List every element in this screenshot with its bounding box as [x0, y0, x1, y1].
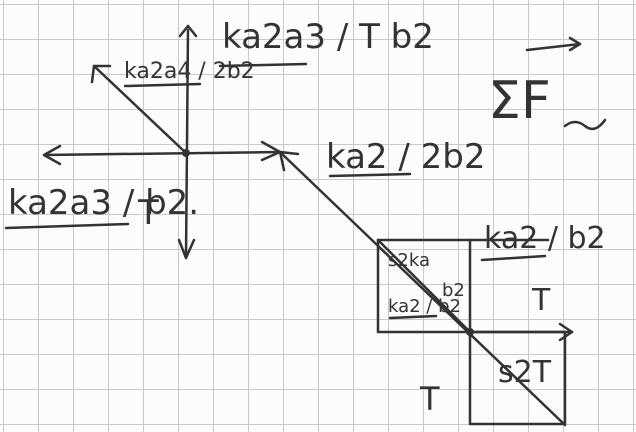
frac-bar-top	[218, 62, 308, 68]
node-dot-left	[182, 149, 190, 157]
label-right: ka2 / b2	[484, 221, 606, 256]
horizontal-axis-line	[42, 150, 282, 157]
label-lower: s2T	[498, 355, 552, 390]
vector-arrowhead	[568, 36, 582, 52]
label-inner-b: b2	[442, 280, 465, 301]
frac-bar-top-left	[123, 82, 202, 88]
label-mid: ka2 / 2b2	[326, 137, 485, 177]
label-sum: ΣF	[488, 71, 551, 131]
up-arrowhead	[178, 24, 198, 38]
frac-bar-inner	[388, 314, 438, 320]
square-lower	[468, 330, 567, 426]
frac-bar-mid	[328, 172, 412, 178]
label-t-left: T	[137, 193, 159, 233]
vector-bar	[525, 42, 582, 52]
label-top-left: ka2a4 / 2b2	[124, 59, 255, 84]
label-top: ka2a3 / T b2	[222, 17, 434, 57]
label-t-bottom: T	[419, 380, 440, 418]
diagonal-force-line	[92, 64, 188, 155]
label-inner-c: ka2 / b2	[388, 296, 461, 317]
label-t-right: T	[531, 283, 551, 318]
diagonal-arrowhead	[90, 64, 112, 84]
frac-bar-left	[4, 222, 130, 230]
label-left: ka2a3 / b2.	[8, 183, 199, 223]
frac-bar-right	[480, 254, 547, 262]
square-diagonal	[376, 238, 472, 334]
mid-arrowhead	[278, 150, 300, 172]
node-dot-right	[466, 328, 474, 336]
long-diagonal-line	[278, 150, 567, 427]
square-upper	[376, 238, 472, 334]
label-inner-a: s2ka	[388, 250, 430, 271]
implies-squiggle	[563, 118, 607, 131]
vertical-axis-line	[184, 28, 190, 260]
left-arrowhead	[42, 144, 62, 166]
down-arrowhead	[177, 238, 196, 260]
